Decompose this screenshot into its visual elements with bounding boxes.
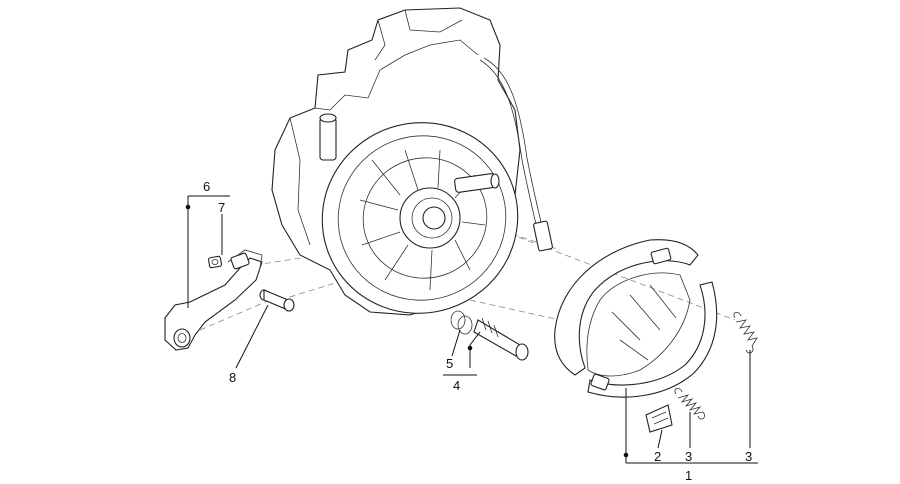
callout-4: 4 [453,378,460,393]
callout-2: 2 [654,449,661,464]
callout-leaders [185,195,758,464]
brake-lever-arm [164,249,263,351]
brake-camshaft [450,310,529,361]
lever-nut [207,255,223,269]
callout-7: 7 [218,200,225,215]
callout-6: 6 [203,179,210,194]
callout-1: 1 [685,468,692,483]
callout-labels: 6 7 8 5 4 2 3 3 1 [203,179,752,483]
brake-shoe-assembly [554,239,718,398]
brake-drum-face [321,122,519,314]
shoe-retaining-clip [645,404,673,433]
callout-3-left: 3 [685,449,692,464]
callout-8: 8 [229,370,236,385]
return-spring-lower [674,388,706,420]
return-spring-right [733,312,758,354]
callout-5: 5 [446,356,453,371]
callout-3-right: 3 [745,449,752,464]
lever-bolt [259,289,295,312]
